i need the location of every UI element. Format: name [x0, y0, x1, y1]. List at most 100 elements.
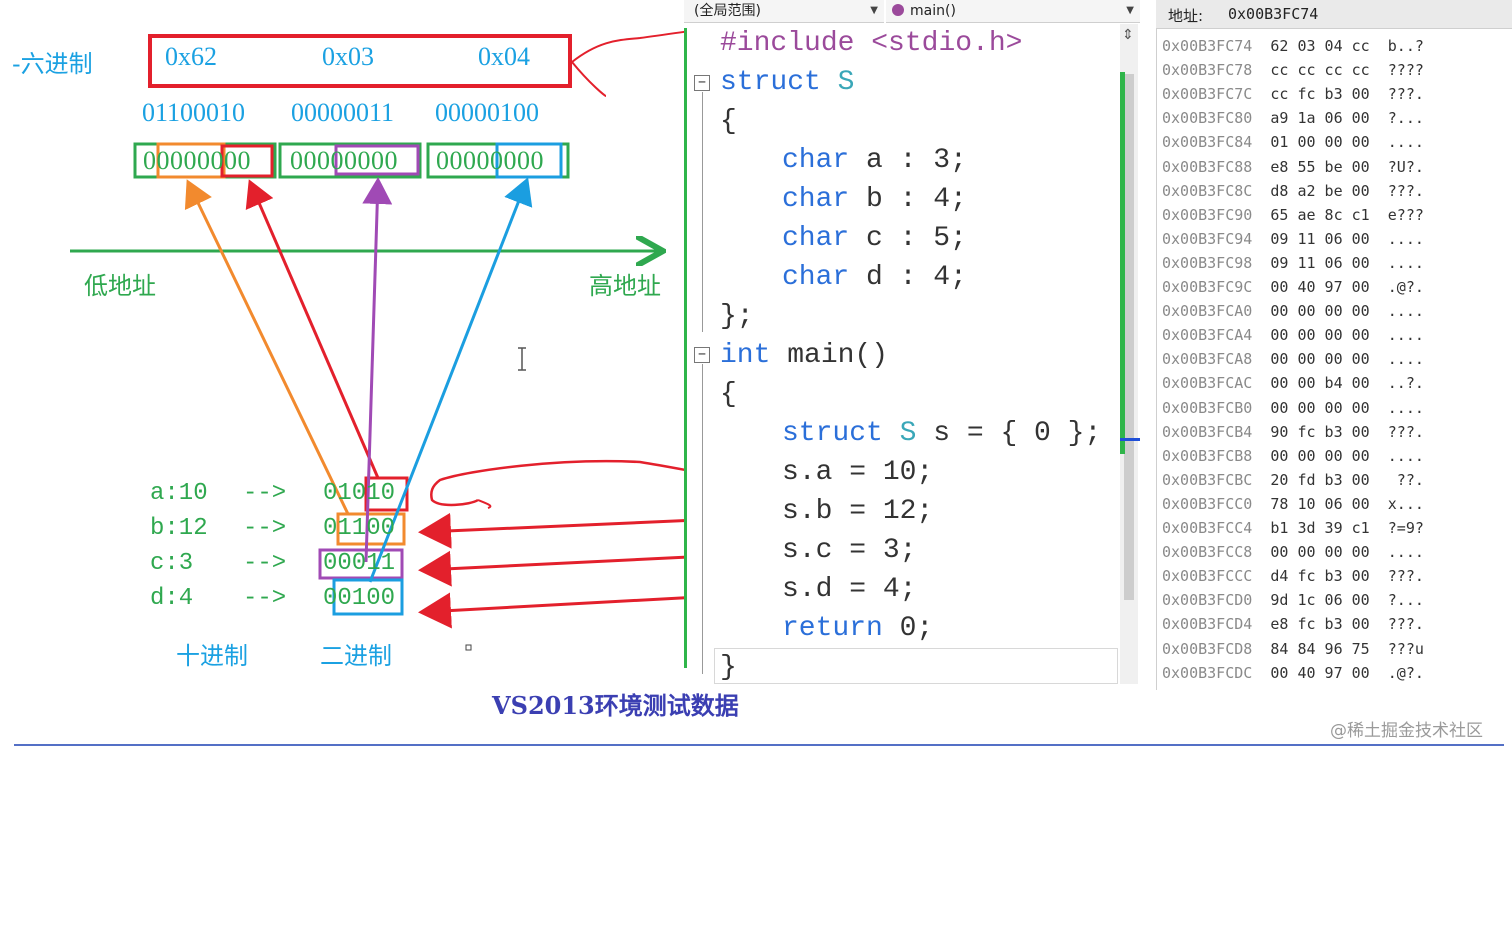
editor-scrollbar[interactable]	[1120, 24, 1140, 684]
memory-row-ascii: ....	[1387, 229, 1424, 248]
code-token: return	[782, 613, 883, 644]
memory-row-address: 0x00B3FC80	[1162, 109, 1253, 128]
memory-row[interactable]: 0x00B3FCB8 00 00 00 00 ....	[1162, 447, 1424, 465]
fold-struct-icon[interactable]: −	[694, 75, 710, 91]
memory-row-bytes: 09 11 06 00	[1270, 229, 1370, 248]
memory-row-ascii: ?=9?	[1387, 519, 1424, 537]
memory-row-bytes: cc cc cc cc	[1270, 61, 1370, 80]
code-line[interactable]: s.c = 3;	[782, 535, 916, 566]
memory-row-bytes: 01 00 00 00	[1270, 133, 1370, 152]
memory-window[interactable]: 地址: 0x00B3FC74 0x00B3FC74 62 03 04 cc b.…	[1140, 0, 1512, 690]
field-d-decimal: d:4	[150, 585, 194, 612]
memory-row[interactable]: 0x00B3FC80 a9 1a 06 00 ?...	[1162, 109, 1424, 127]
fold-main-icon[interactable]: −	[694, 347, 710, 363]
memory-row[interactable]: 0x00B3FC74 62 03 04 cc b..?	[1162, 37, 1424, 55]
memory-row-ascii: ?U?.	[1387, 157, 1424, 176]
chevron-down-icon[interactable]: ▼	[870, 5, 878, 16]
code-token: b : 4;	[849, 184, 967, 215]
memory-row[interactable]: 0x00B3FC98 09 11 06 00 ....	[1162, 254, 1424, 272]
memory-row[interactable]: 0x00B3FCB4 90 fc b3 00 ???.	[1162, 423, 1424, 441]
memory-row[interactable]: 0x00B3FCD4 e8 fc b3 00 ???.	[1162, 615, 1424, 633]
code-line[interactable]: }	[720, 652, 737, 683]
memory-row-ascii: ???.	[1387, 181, 1424, 200]
code-line[interactable]: int main()	[720, 340, 888, 371]
code-line[interactable]: char d : 4;	[782, 262, 967, 293]
arrow-d-cyan	[368, 177, 533, 583]
memory-row[interactable]: 0x00B3FC94 09 11 06 00 ....	[1162, 230, 1424, 248]
code-line[interactable]: char a : 3;	[782, 145, 967, 176]
memory-row[interactable]: 0x00B3FC7C cc fc b3 00 ???.	[1162, 85, 1424, 103]
memory-row[interactable]: 0x00B3FC9C 00 40 97 00 .@?.	[1162, 278, 1424, 296]
scroll-thumb[interactable]	[1124, 74, 1134, 600]
byte-cell-0: 00000000	[143, 146, 251, 175]
code-token: char	[782, 184, 850, 215]
memory-row[interactable]: 0x00B3FCC8 00 00 00 00 ....	[1162, 543, 1424, 561]
memory-row[interactable]: 0x00B3FCCC d4 fc b3 00 ???.	[1162, 567, 1424, 585]
current-line-box	[714, 648, 1118, 684]
caption: VS2013环境测试数据	[492, 691, 739, 720]
code-line[interactable]: s.d = 4;	[782, 574, 916, 605]
memory-row[interactable]: 0x00B3FCBC 20 fd b3 00 ??.	[1162, 471, 1424, 489]
scope-combo[interactable]: (全局范围) ▼	[684, 0, 884, 23]
chevron-down-icon[interactable]: ▼	[1126, 5, 1134, 16]
code-line[interactable]: struct S	[720, 67, 854, 98]
memory-row[interactable]: 0x00B3FCB0 00 00 00 00 ....	[1162, 399, 1424, 417]
code-line[interactable]: s.a = 10;	[782, 457, 933, 488]
decimal-label: 十进制	[176, 642, 248, 670]
code-line[interactable]: s.b = 12;	[782, 496, 933, 527]
bits-red-box	[220, 144, 274, 178]
memory-row[interactable]: 0x00B3FCA0 00 00 00 00 ....	[1162, 302, 1424, 320]
arrow-b-orange	[184, 179, 350, 515]
code-token: char	[782, 223, 850, 254]
memory-row-bytes: d8 a2 be 00	[1270, 181, 1370, 200]
code-line[interactable]: {	[720, 106, 737, 137]
address-input[interactable]: 0x00B3FC74	[1228, 5, 1319, 23]
byte-cell-2: 00000000	[436, 146, 544, 175]
memory-row[interactable]: 0x00B3FC8C d8 a2 be 00 ???.	[1162, 182, 1424, 200]
arrow-c-purple	[362, 177, 393, 563]
code-editor[interactable]: (全局范围) ▼ main() ▼ − − #include <stdio.h>…	[684, 0, 1140, 690]
memory-row-ascii: ....	[1387, 398, 1424, 417]
memory-row-bytes: 90 fc b3 00	[1270, 422, 1370, 441]
code-line[interactable]: char c : 5;	[782, 223, 967, 254]
memory-row-bytes: 00 40 97 00	[1270, 278, 1370, 296]
memory-row[interactable]: 0x00B3FCAC 00 00 b4 00 ..?.	[1162, 374, 1424, 392]
memory-row[interactable]: 0x00B3FCC0 78 10 06 00 x...	[1162, 495, 1424, 513]
memory-row[interactable]: 0x00B3FC78 cc cc cc cc ????	[1162, 61, 1424, 79]
memory-row[interactable]: 0x00B3FCDC 00 40 97 00 .@?.	[1162, 664, 1424, 682]
memory-row[interactable]: 0x00B3FCA8 00 00 00 00 ....	[1162, 350, 1424, 368]
code-token: s.c = 3;	[782, 535, 917, 566]
memory-row-ascii: ....	[1387, 133, 1424, 152]
code-line[interactable]: {	[720, 379, 737, 410]
memory-row-bytes: e8 fc b3 00	[1270, 615, 1370, 634]
code-token: s = { 0 };	[916, 418, 1102, 449]
code-line[interactable]: char b : 4;	[782, 184, 967, 215]
function-icon	[892, 4, 904, 16]
memory-row-bytes: cc fc b3 00	[1270, 85, 1370, 104]
code-line[interactable]: struct S s = { 0 };	[782, 418, 1101, 449]
memory-row[interactable]: 0x00B3FCD8 84 84 96 75 ???u	[1162, 640, 1424, 658]
code-line[interactable]: };	[720, 301, 754, 332]
code-line[interactable]: #include <stdio.h>	[720, 28, 1022, 59]
memory-row-address: 0x00B3FC9C	[1162, 278, 1253, 296]
split-icon[interactable]: ⇕	[1122, 26, 1134, 42]
memory-row[interactable]: 0x00B3FC90 65 ae 8c c1 e???	[1162, 206, 1424, 224]
function-combo[interactable]: main() ▼	[886, 0, 1140, 23]
memory-row-bytes: 00 00 00 00	[1270, 326, 1370, 345]
binary-label: 二进制	[320, 642, 392, 670]
memory-row-ascii: ?...	[1387, 109, 1424, 128]
bits-cyan-box	[495, 142, 563, 179]
memory-row[interactable]: 0x00B3FC88 e8 55 be 00 ?U?.	[1162, 158, 1424, 176]
memory-row[interactable]: 0x00B3FC84 01 00 00 00 ....	[1162, 133, 1424, 151]
memory-row[interactable]: 0x00B3FCC4 b1 3d 39 c1 ?=9?	[1162, 519, 1424, 537]
code-token: };	[720, 301, 754, 332]
memory-row[interactable]: 0x00B3FCD0 9d 1c 06 00 ?...	[1162, 591, 1424, 609]
code-token: d : 4;	[849, 262, 967, 293]
memory-row-ascii: ??.	[1387, 470, 1424, 489]
memory-row-bytes: 78 10 06 00	[1270, 494, 1370, 513]
memory-row[interactable]: 0x00B3FCA4 00 00 00 00 ....	[1162, 326, 1424, 344]
memory-row-ascii: ....	[1387, 543, 1424, 562]
memory-row-address: 0x00B3FCCC	[1162, 567, 1253, 586]
bits-orange-box	[156, 142, 226, 179]
code-line[interactable]: return 0;	[782, 613, 933, 644]
